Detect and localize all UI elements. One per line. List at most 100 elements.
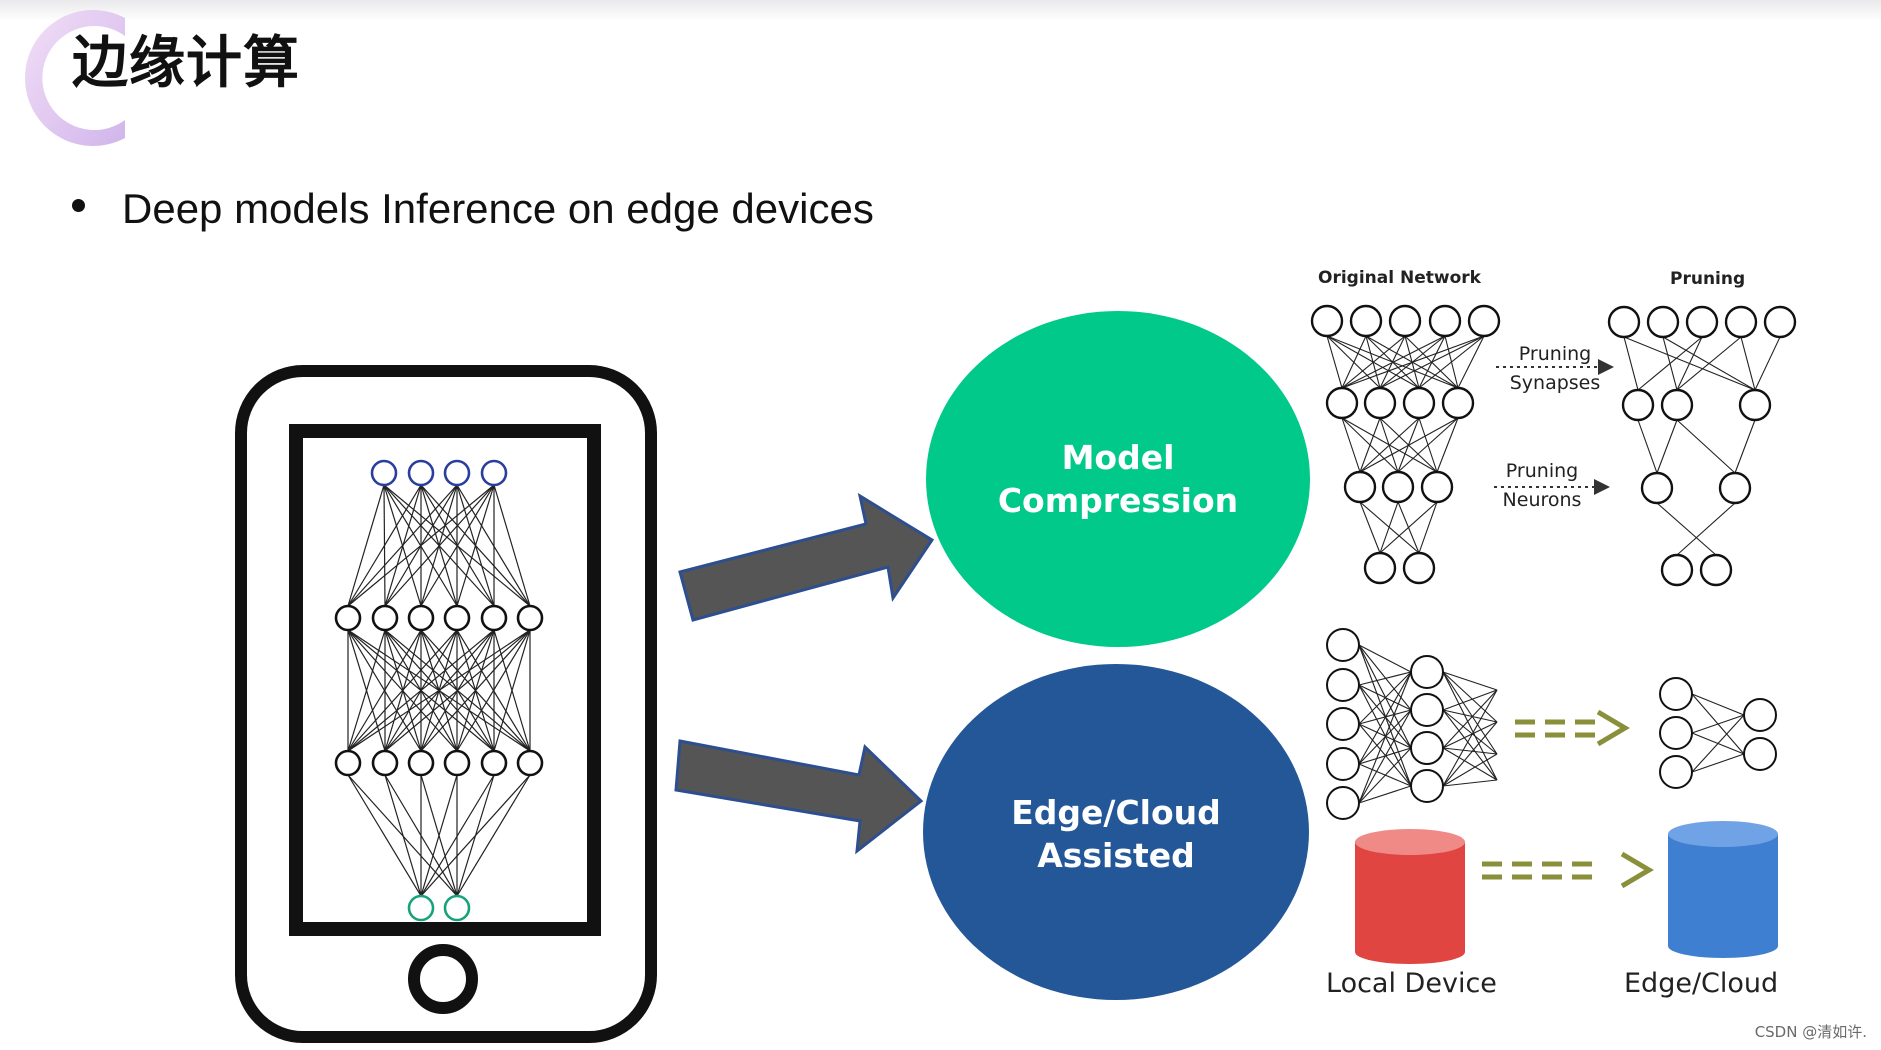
network-edge	[1442, 709, 1498, 781]
network-edge	[1358, 785, 1412, 804]
model-compression-label: Model Compression	[978, 436, 1258, 522]
network-node	[1410, 693, 1444, 727]
network-edge	[1637, 336, 1703, 391]
network-edge	[1358, 644, 1412, 749]
network-node	[1363, 551, 1397, 585]
network-node	[1349, 304, 1383, 338]
network-edge	[347, 484, 495, 607]
watermark: CSDN @清如许.	[1754, 1023, 1867, 1041]
phone-neural-network	[334, 459, 544, 922]
network-edge	[1358, 671, 1412, 725]
network-edge	[1442, 753, 1498, 787]
network-node	[443, 749, 471, 777]
network-edge	[384, 629, 531, 752]
network-node	[407, 749, 435, 777]
arrow-to-edge-assisted	[674, 739, 924, 855]
network-edge	[1358, 644, 1412, 787]
offload-arrow-top	[1515, 709, 1630, 747]
network-node	[1685, 305, 1719, 339]
original-network-label: Original Network	[1318, 268, 1481, 288]
phone-illustration	[235, 365, 657, 1043]
network-node	[1410, 731, 1444, 765]
network-edge	[1326, 335, 1343, 389]
network-edge	[1637, 419, 1658, 474]
network-node	[1363, 386, 1397, 420]
arrow-to-compression	[678, 492, 935, 622]
network-edge	[456, 484, 495, 607]
network-node	[1738, 388, 1772, 422]
pruning-synapses-label: Pruning Synapses	[1505, 340, 1605, 398]
local-device-cylinder	[1355, 829, 1465, 964]
edge-cloud-assisted-line2: Assisted	[1037, 836, 1195, 875]
network-node	[334, 604, 362, 632]
network-edge	[347, 629, 495, 752]
network-edge	[1442, 709, 1498, 723]
network-edge	[1341, 335, 1406, 389]
network-edge	[1379, 501, 1399, 554]
network-node	[371, 749, 399, 777]
network-edge	[493, 484, 531, 607]
network-edge	[347, 629, 458, 752]
network-node	[1402, 386, 1436, 420]
network-node	[1343, 470, 1377, 504]
network-node	[1410, 769, 1444, 803]
edge-cloud-assisted-label: Edge/Cloud Assisted	[976, 791, 1256, 877]
network-node	[407, 459, 435, 487]
full-model-network	[1326, 628, 1498, 820]
network-node	[1410, 655, 1444, 689]
network-node	[1659, 755, 1693, 789]
network-edge	[420, 774, 495, 897]
network-edge	[1442, 689, 1498, 787]
network-node	[1743, 737, 1777, 771]
network-edge	[1623, 336, 1639, 391]
network-edge	[1341, 335, 1485, 389]
network-edge	[1442, 671, 1498, 755]
network-edge	[1656, 502, 1717, 556]
network-edge	[1358, 671, 1412, 804]
network-edge	[1457, 335, 1485, 389]
network-edge	[1359, 417, 1459, 473]
network-node	[1724, 305, 1758, 339]
network-edge	[1397, 417, 1459, 473]
bullet-marker	[72, 199, 85, 212]
pruning-synapses-line2: Synapses	[1509, 372, 1601, 394]
network-edge	[1442, 671, 1498, 691]
network-edge	[493, 629, 531, 752]
network-edge	[347, 629, 531, 752]
network-node	[1441, 386, 1475, 420]
network-edge	[1358, 671, 1412, 765]
network-edge	[1359, 417, 1381, 473]
network-edge	[1358, 709, 1412, 804]
network-edge	[1379, 501, 1438, 554]
network-edge	[347, 774, 422, 897]
network-node	[1646, 305, 1680, 339]
network-edge	[456, 629, 531, 752]
network-node	[1621, 388, 1655, 422]
network-edge	[1442, 689, 1498, 711]
pruning-neurons-line2: Neurons	[1502, 489, 1582, 511]
network-edge	[1359, 501, 1381, 554]
network-edge	[1442, 721, 1498, 787]
pruning-label: Pruning	[1670, 269, 1746, 289]
network-edge	[347, 484, 458, 607]
network-edge	[1358, 644, 1412, 711]
network-node	[1381, 470, 1415, 504]
network-node	[1659, 677, 1693, 711]
network-node	[1420, 470, 1454, 504]
pruned-network-graph	[1607, 305, 1797, 587]
network-edge	[1341, 417, 1361, 473]
network-node	[1718, 471, 1752, 505]
edge-cloud-assisted-circle	[923, 664, 1309, 1000]
network-edge	[1418, 501, 1438, 554]
network-edge	[456, 774, 531, 897]
offloaded-model-network	[1659, 677, 1777, 789]
network-edge	[1358, 723, 1412, 787]
network-edge	[384, 484, 495, 607]
network-node	[443, 459, 471, 487]
network-node	[1326, 707, 1360, 741]
network-node	[407, 604, 435, 632]
network-node	[443, 894, 471, 922]
model-compression-circle	[926, 311, 1310, 647]
network-edge	[1341, 335, 1367, 389]
